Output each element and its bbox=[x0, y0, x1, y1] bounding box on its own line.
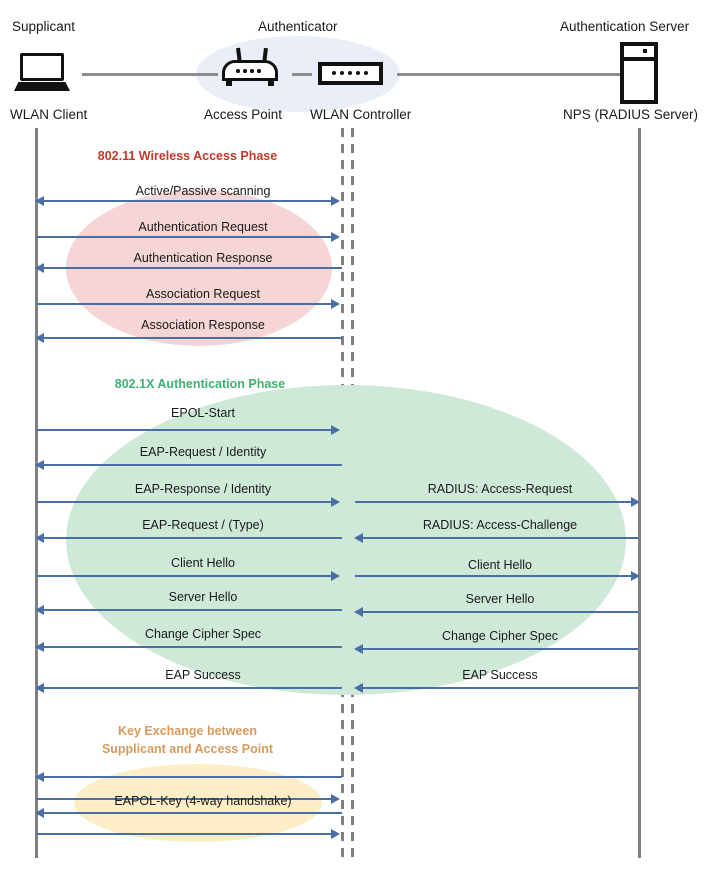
device-label-nps-radius-server: NPS (RADIUS Server) bbox=[563, 107, 699, 122]
message-label: EAP Success bbox=[165, 668, 241, 682]
link-client-to-ap bbox=[82, 73, 218, 76]
message-line bbox=[36, 833, 336, 835]
message-label: EAP-Response / Identity bbox=[134, 482, 272, 496]
arrow-head-right-icon bbox=[331, 299, 340, 309]
wlan-controller-icon bbox=[318, 62, 383, 85]
lifeline-authentication-server bbox=[638, 128, 641, 858]
message-line bbox=[36, 429, 336, 431]
laptop-icon bbox=[14, 53, 70, 93]
message-label: EPOL-Start bbox=[171, 406, 235, 420]
lifeline-supplicant bbox=[35, 128, 38, 858]
arrow-head-right-icon bbox=[331, 232, 340, 242]
message-label: Association Request bbox=[146, 287, 260, 301]
phase3-title-line1: Key Exchange between bbox=[118, 724, 257, 738]
role-label-authenticator: Authenticator bbox=[258, 19, 338, 34]
message-label: Change Cipher Spec bbox=[441, 629, 559, 643]
message-line bbox=[36, 575, 336, 577]
arrow-head-left-icon bbox=[35, 808, 44, 818]
message-label: Association Response bbox=[141, 318, 265, 332]
message-line bbox=[41, 609, 342, 611]
arrow-head-right-icon bbox=[631, 497, 640, 507]
message-line bbox=[355, 501, 634, 503]
arrow-head-right-icon bbox=[331, 425, 340, 435]
arrow-head-left-icon bbox=[35, 605, 44, 615]
arrow-head-left-icon bbox=[35, 333, 44, 343]
message-label: EAP-Request / Identity bbox=[139, 445, 267, 459]
message-line bbox=[36, 303, 336, 305]
message-line bbox=[41, 200, 337, 202]
role-label-authentication-server: Authentication Server bbox=[560, 19, 690, 34]
message-line bbox=[41, 687, 342, 689]
message-line bbox=[41, 812, 342, 814]
message-line bbox=[41, 776, 342, 778]
link-controller-to-server bbox=[397, 73, 621, 76]
message-label: EAPOL-Key (4-way handshake) bbox=[114, 794, 292, 808]
device-label-wlan-controller: WLAN Controller bbox=[310, 107, 412, 122]
message-line bbox=[41, 337, 342, 339]
access-point-icon bbox=[216, 47, 284, 92]
message-line bbox=[36, 501, 336, 503]
arrow-head-left-icon bbox=[35, 683, 44, 693]
message-label: EAP Success bbox=[462, 668, 538, 682]
phase2-ellipse bbox=[66, 385, 626, 695]
message-label: Active/Passive scanning bbox=[135, 184, 271, 198]
message-line bbox=[36, 798, 336, 800]
message-line bbox=[41, 646, 342, 648]
message-label: Client Hello bbox=[468, 558, 532, 572]
arrow-head-left-icon bbox=[35, 460, 44, 470]
message-label: Server Hello bbox=[465, 592, 535, 606]
phase3-title-line2: Supplicant and Access Point bbox=[101, 742, 274, 756]
message-label: RADIUS: Access-Challenge bbox=[422, 518, 578, 532]
arrow-head-left-icon bbox=[354, 683, 363, 693]
server-icon bbox=[620, 42, 658, 104]
message-line bbox=[360, 687, 638, 689]
arrow-head-left-icon bbox=[354, 607, 363, 617]
arrow-head-right-icon bbox=[331, 794, 340, 804]
link-ap-to-controller bbox=[292, 73, 312, 76]
message-line bbox=[41, 464, 342, 466]
message-label: Change Cipher Spec bbox=[144, 627, 262, 641]
arrow-head-right-icon bbox=[331, 571, 340, 581]
arrow-head-left-icon bbox=[35, 642, 44, 652]
arrow-head-right-icon bbox=[331, 829, 340, 839]
arrow-head-left-icon bbox=[35, 263, 44, 273]
message-label: Authentication Response bbox=[133, 251, 273, 265]
arrow-head-left-icon bbox=[354, 644, 363, 654]
arrow-head-left-icon bbox=[35, 196, 44, 206]
phase1-title: 802.11 Wireless Access Phase bbox=[97, 149, 278, 163]
message-line bbox=[360, 611, 638, 613]
message-label: Client Hello bbox=[171, 556, 235, 570]
message-label: RADIUS: Access-Request bbox=[427, 482, 573, 496]
message-line bbox=[41, 267, 342, 269]
message-label: Authentication Request bbox=[138, 220, 268, 234]
message-label: Server Hello bbox=[168, 590, 238, 604]
message-label: EAP-Request / (Type) bbox=[142, 518, 264, 532]
arrow-head-right-icon bbox=[331, 497, 340, 507]
message-line bbox=[360, 537, 638, 539]
device-label-access-point: Access Point bbox=[204, 107, 283, 122]
message-line bbox=[360, 648, 638, 650]
arrow-head-left-icon bbox=[35, 533, 44, 543]
arrow-head-right-icon bbox=[331, 196, 340, 206]
role-label-supplicant: Supplicant bbox=[12, 19, 76, 34]
message-line bbox=[41, 537, 342, 539]
device-label-wlan-client: WLAN Client bbox=[10, 107, 88, 122]
arrow-head-left-icon bbox=[354, 533, 363, 543]
message-line bbox=[36, 236, 336, 238]
arrow-head-left-icon bbox=[35, 772, 44, 782]
arrow-head-right-icon bbox=[631, 571, 640, 581]
message-line bbox=[355, 575, 634, 577]
phase2-title: 802.1X Authentication Phase bbox=[114, 377, 286, 391]
